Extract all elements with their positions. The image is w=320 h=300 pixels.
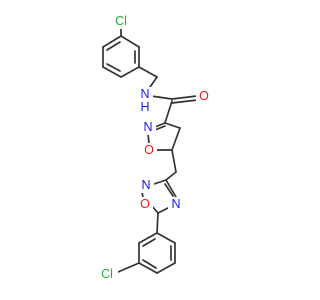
bond-line	[138, 262, 158, 274]
bond-line	[120, 35, 140, 48]
molecule-structure: Cl N H O N O N O N Cl	[96, 13, 212, 282]
bond-line	[150, 95, 173, 100]
bond-line	[156, 262, 176, 274]
amide-nitrogen: N	[140, 87, 149, 101]
bond-line	[120, 66, 140, 78]
bond-line	[142, 238, 156, 247]
oxadiazole-nitrogen-top: N	[141, 178, 150, 192]
isoxazoline-nitrogen: N	[143, 120, 152, 134]
bond-line	[154, 125, 166, 131]
bond-line	[165, 171, 177, 181]
bond-line	[153, 179, 167, 185]
chlorine-atom-bottom: Cl	[101, 267, 113, 281]
amide-hydrogen: H	[140, 100, 149, 114]
bond-line	[138, 66, 158, 78]
bond-line	[171, 95, 198, 100]
oxadiazole-nitrogen-right: N	[171, 197, 180, 211]
chlorine-atom-top: Cl	[115, 14, 127, 28]
bond-line	[142, 259, 157, 269]
bond-line	[171, 149, 177, 173]
bond-line	[154, 122, 166, 128]
bond-line	[171, 99, 198, 104]
bond-line	[156, 212, 159, 234]
isoxazoline-oxygen: O	[144, 143, 154, 157]
bond-line	[171, 127, 181, 151]
bond-line	[102, 35, 122, 48]
bond-line	[164, 183, 174, 197]
bond-line	[164, 100, 173, 124]
bond-layer	[102, 27, 198, 274]
bond-line	[102, 66, 122, 78]
bond-line	[164, 122, 181, 129]
bond-line	[147, 133, 150, 144]
oxadiazole-oxygen: O	[140, 197, 150, 211]
atom-label-layer: Cl N H O N O N O N Cl	[96, 13, 212, 282]
bond-line	[165, 179, 177, 198]
bond-line	[156, 232, 176, 244]
bond-line	[106, 63, 121, 72]
carbonyl-oxygen: O	[199, 89, 209, 103]
bond-line	[138, 232, 158, 244]
bond-line	[117, 262, 140, 273]
bond-line	[106, 41, 121, 51]
